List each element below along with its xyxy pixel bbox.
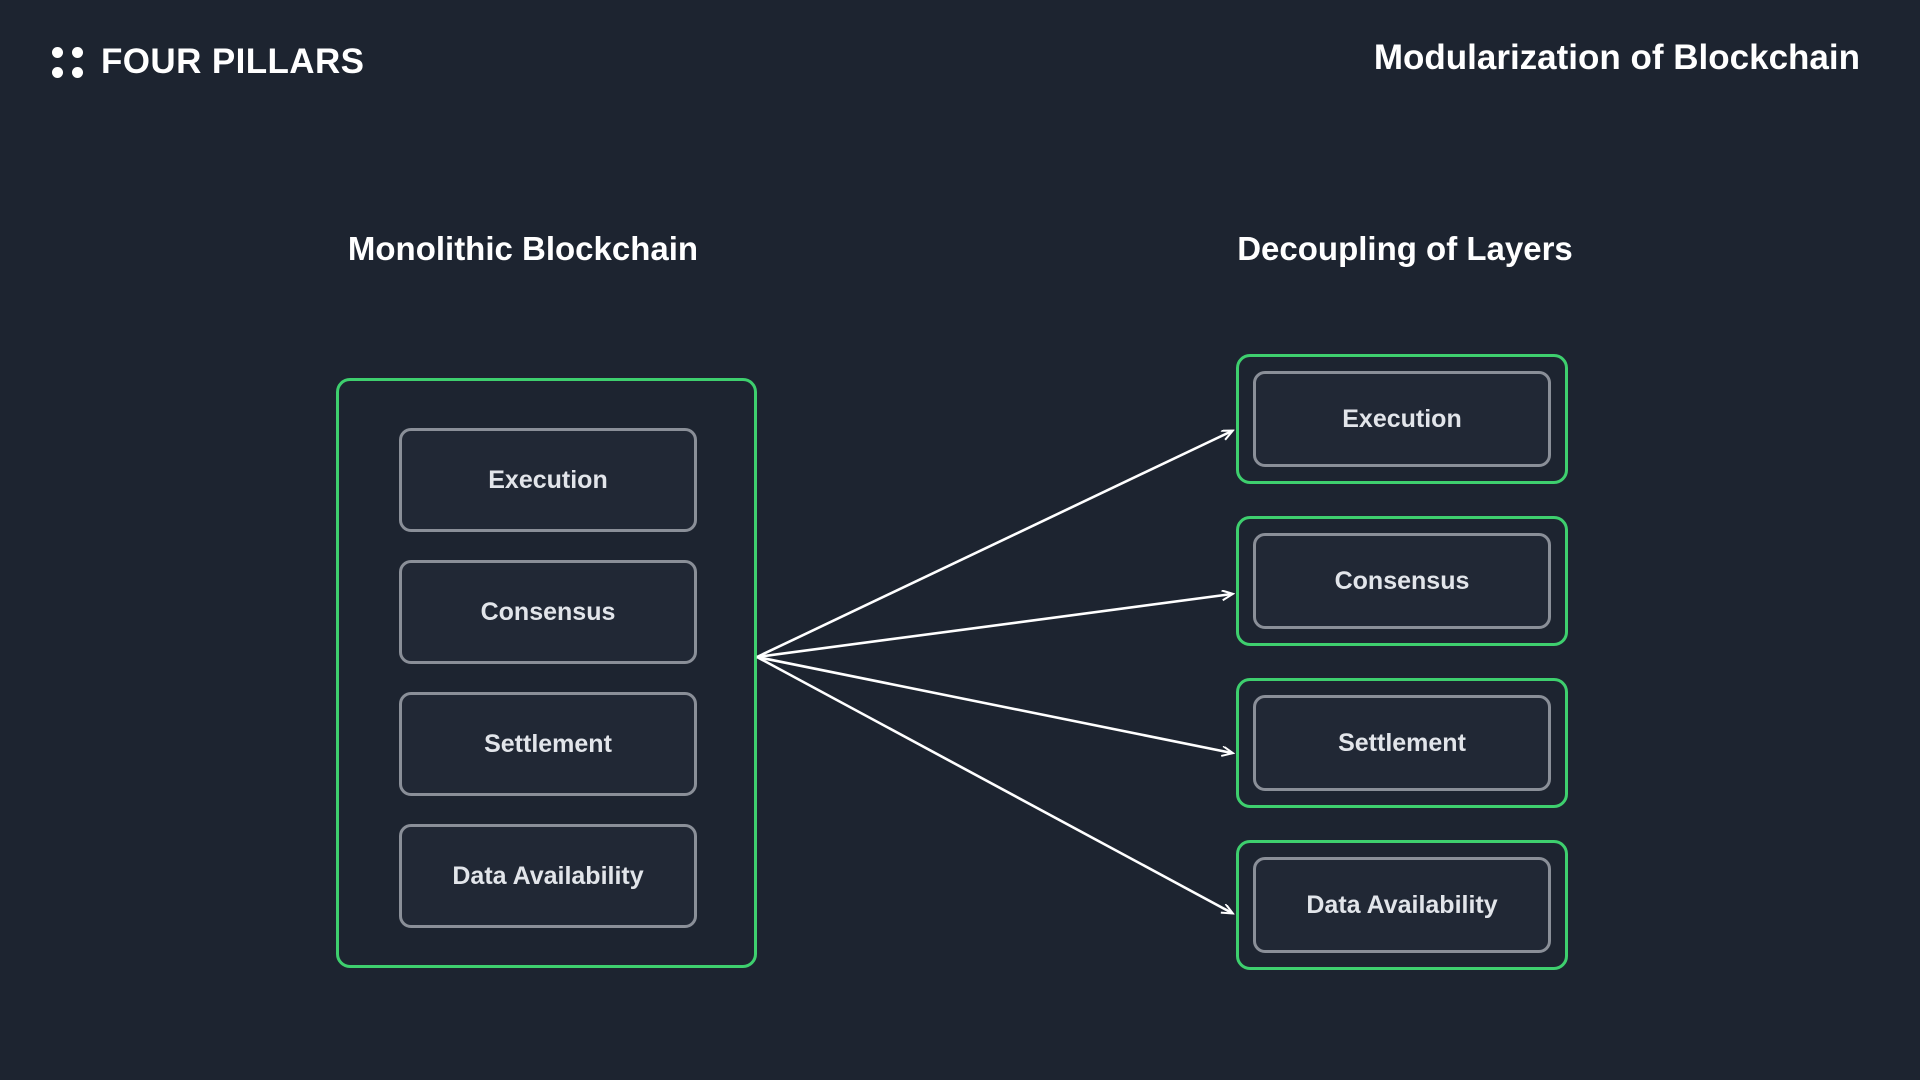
- layer-label: Execution: [1342, 404, 1462, 433]
- layer-label: Consensus: [1334, 566, 1470, 595]
- monolithic-layer-settlement: Settlement: [399, 692, 697, 796]
- decoupling-arrow-2: [756, 594, 1232, 659]
- monolithic-layer-data-availability: Data Availability: [399, 824, 697, 928]
- monolithic-layer-stack: Execution Consensus Settlement Data Avai…: [399, 428, 697, 928]
- monolithic-layer-execution: Execution: [399, 428, 697, 532]
- decoupled-layer-execution: Execution: [1253, 371, 1551, 467]
- layer-label: Execution: [488, 465, 608, 494]
- decoupled-card-data-availability: Data Availability: [1236, 840, 1568, 970]
- decoupling-heading: Decoupling of Layers: [1237, 230, 1573, 267]
- layer-label: Settlement: [484, 729, 612, 758]
- monolithic-layer-consensus: Consensus: [399, 560, 697, 664]
- decoupled-layer-consensus: Consensus: [1253, 533, 1551, 629]
- layer-label: Data Availability: [452, 861, 644, 890]
- monolithic-heading: Monolithic Blockchain: [347, 230, 699, 267]
- decoupling-arrow-1: [756, 431, 1232, 659]
- decoupling-arrow-4: [756, 655, 1232, 913]
- page-title: Modularization of Blockchain: [1373, 38, 1860, 77]
- decoupling-arrow-3: [756, 655, 1232, 753]
- decoupled-card-settlement: Settlement: [1236, 678, 1568, 808]
- four-dot-grid-icon: [52, 46, 83, 78]
- decoupled-card-execution: Execution: [1236, 354, 1568, 484]
- decoupled-card-consensus: Consensus: [1236, 516, 1568, 646]
- layer-label: Data Availability: [1306, 890, 1498, 919]
- brand-logo: FOUR PILLARS: [52, 42, 364, 82]
- decoupled-layer-settlement: Settlement: [1253, 695, 1551, 791]
- decoupled-layer-data-availability: Data Availability: [1253, 857, 1551, 953]
- monolithic-blockchain-container: Execution Consensus Settlement Data Avai…: [336, 378, 757, 968]
- decoupled-layer-column: Execution Consensus Settlement Data Avai…: [1236, 354, 1568, 970]
- brand-name: FOUR PILLARS: [101, 42, 365, 81]
- layer-label: Settlement: [1338, 728, 1466, 757]
- layer-label: Consensus: [480, 597, 616, 626]
